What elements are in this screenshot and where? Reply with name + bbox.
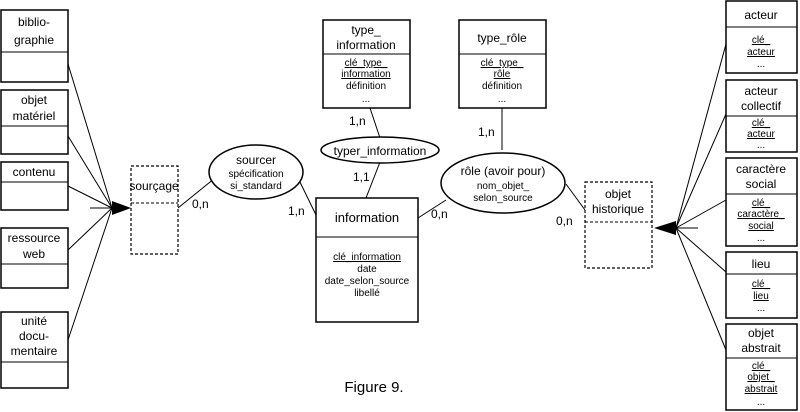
- cardinality-role-information: 0,n: [431, 207, 448, 221]
- entity-acteur-name: acteur: [744, 8, 777, 22]
- entity-contenu-name: contenu: [13, 165, 56, 179]
- entity-type-information-name-2: information: [336, 38, 395, 52]
- cardinality-role-type-role: 1,n: [478, 125, 495, 139]
- entity-lieu-name: lieu: [752, 257, 771, 271]
- cardinality-labels: 0,n 1,n 1,n 1,1 1,n 0,n 0,n: [192, 114, 573, 228]
- entity-bibliographie-name-1: biblio-: [18, 15, 50, 29]
- entity-acteur-collectif: acteur collectif clé_ acteur ...: [725, 79, 798, 153]
- entity-type-information-attr-2: ...: [362, 94, 370, 105]
- entity-unite-documentaire-name-2: docu-: [19, 329, 49, 343]
- entity-objet-materiel-name-1: objet: [21, 93, 48, 107]
- entity-caractere-social-key-1: clé_: [752, 198, 771, 209]
- entity-information-attr-2: date_selon_source: [325, 276, 410, 287]
- entity-information: information clé_information date date_se…: [315, 197, 419, 323]
- association-role-attr-1: nom_objet_: [477, 181, 530, 192]
- entity-objet-abstrait-more: ...: [757, 397, 765, 408]
- entity-type-role-attr-2: ...: [498, 94, 506, 105]
- cardinality-typer-type-information: 1,n: [349, 114, 366, 128]
- entity-objet-abstrait-key-1: clé_: [752, 361, 771, 372]
- entity-type-role: type_rôle clé_type_ rôle définition ...: [458, 19, 547, 109]
- entity-lieu-key-2: lieu: [753, 291, 769, 302]
- entity-acteur-collectif-more: ...: [757, 140, 765, 151]
- entity-unite-documentaire-name-1: unité: [21, 314, 47, 328]
- association-role: rôle (avoir pour) nom_objet_ selon_sourc…: [440, 152, 566, 214]
- entity-objet-materiel: objet matériel: [0, 89, 69, 155]
- entity-ressource-web-name-2: web: [22, 247, 45, 261]
- association-role-attr-2: selon_source: [473, 193, 533, 204]
- entity-caractere-social-name-1: caractère: [736, 162, 786, 176]
- entity-type-information-attr-1: définition: [346, 81, 386, 92]
- association-sourcer-attr-1: spécification: [228, 169, 283, 180]
- entity-type-information-key-2: information: [341, 69, 390, 80]
- entity-acteur-key-1: clé_: [752, 35, 771, 46]
- entity-type-information-key-1: clé_type_: [345, 58, 388, 69]
- entity-bibliographie-name-2: graphie: [14, 33, 54, 47]
- entity-sourcage: sourçage: [129, 165, 179, 255]
- entity-ressource-web-name-1: ressource: [8, 231, 61, 245]
- cardinality-typer-information: 1,1: [353, 170, 370, 184]
- entity-objet-abstrait: objet abstrait clé_ objet_ abstrait ...: [725, 323, 798, 411]
- entity-objet-abstrait-key-2: objet_: [747, 372, 775, 383]
- entity-unite-documentaire: unité docu- mentaire: [0, 311, 69, 389]
- cardinality-sourcer-information: 1,n: [288, 204, 305, 218]
- entity-information-attr-1: date: [357, 264, 377, 275]
- entity-type-role-key-1: clé_type_: [481, 58, 524, 69]
- entity-objet-abstrait-name-1: objet: [748, 326, 775, 340]
- association-typer-information-name: typer_information: [334, 144, 427, 158]
- figure-caption: Figure 9.: [344, 379, 403, 396]
- entity-objet-historique-name-1: objet: [605, 187, 632, 201]
- entity-objet-materiel-name-2: matériel: [13, 109, 56, 123]
- entity-information-name: information: [335, 210, 399, 225]
- entity-caractere-social-name-2: social: [746, 177, 777, 191]
- association-typer-information: typer_information: [320, 136, 440, 164]
- entity-caractere-social-more: ...: [757, 233, 765, 244]
- entity-bibliographie: biblio- graphie: [0, 9, 69, 83]
- association-sourcer-name: sourcer: [236, 153, 276, 167]
- entity-contenu: contenu: [0, 161, 69, 211]
- entity-ressource-web: ressource web: [0, 227, 69, 289]
- association-sourcer: sourcer spécification si_standard: [208, 144, 304, 200]
- entity-type-information: type_ information clé_type_ information …: [322, 19, 411, 109]
- entity-caractere-social-key-3: social: [748, 221, 774, 232]
- entity-caractere-social: caractère social clé_ caractère_ social …: [725, 157, 798, 247]
- entity-acteur-collectif-key-2: acteur: [747, 129, 775, 140]
- entity-acteur-collectif-name-2: collectif: [741, 99, 782, 113]
- entity-caractere-social-key-2: caractère_: [737, 209, 785, 220]
- entity-unite-documentaire-name-3: mentaire: [11, 344, 58, 358]
- entity-sourcage-name: sourçage: [129, 179, 179, 193]
- cardinality-sourcer-sourcage: 0,n: [192, 197, 209, 211]
- entity-acteur-collectif-name-1: acteur: [744, 84, 777, 98]
- association-role-name: rôle (avoir pour): [461, 164, 546, 178]
- entity-acteur-key-2: acteur: [747, 47, 775, 58]
- entity-type-role-key-2: rôle: [494, 69, 511, 80]
- entity-type-role-attr-1: définition: [482, 81, 522, 92]
- cardinality-role-objet-historique: 0,n: [556, 214, 573, 228]
- entity-objet-abstrait-key-3: abstrait: [745, 384, 778, 395]
- connector-lines: [67, 43, 727, 351]
- entity-objet-historique: objet historique: [584, 181, 653, 269]
- inheritance-arrow-left: [112, 201, 131, 215]
- entity-objet-historique-name-2: historique: [592, 202, 644, 216]
- entity-acteur-collectif-key-1: clé_: [752, 118, 771, 129]
- inheritance-arrow-right: [654, 221, 676, 235]
- association-sourcer-attr-2: si_standard: [230, 181, 282, 192]
- entity-lieu: lieu clé_ lieu ...: [725, 251, 798, 319]
- entity-type-role-name: type_rôle: [477, 31, 527, 45]
- entity-information-key: clé_information: [333, 252, 401, 263]
- entity-acteur: acteur clé_ acteur ...: [725, 0, 798, 74]
- entity-lieu-more: ...: [757, 303, 765, 314]
- entity-lieu-key-1: clé_: [752, 279, 771, 290]
- entity-acteur-more: ...: [757, 59, 765, 70]
- entity-information-attr-3: libellé: [354, 288, 380, 299]
- entity-objet-abstrait-name-2: abstrait: [741, 341, 781, 355]
- entity-type-information-name-1: type_: [351, 23, 381, 37]
